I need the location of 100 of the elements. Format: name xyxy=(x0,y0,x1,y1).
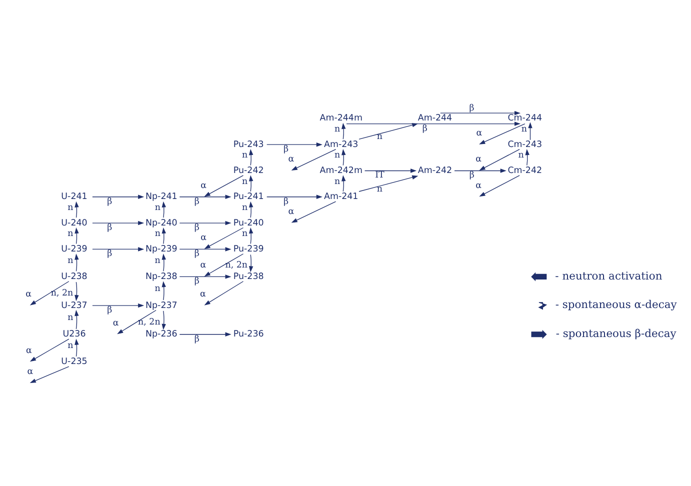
arrow xyxy=(358,174,418,192)
node-text: Np-240 xyxy=(146,218,178,228)
arrow xyxy=(346,121,521,126)
arrow xyxy=(92,246,144,251)
arrow xyxy=(479,148,520,170)
arrow xyxy=(74,200,79,218)
arrow xyxy=(358,122,418,140)
node-text: Am-243 xyxy=(324,139,358,150)
edge-label: n xyxy=(334,176,340,186)
edge-label: n xyxy=(242,150,248,160)
arrow xyxy=(454,168,506,172)
node-text: Pu-240 xyxy=(233,218,264,228)
edge-label: n xyxy=(68,202,74,212)
edge-label: β xyxy=(469,170,474,180)
arrow xyxy=(266,194,322,198)
arrow xyxy=(204,253,244,276)
node-text: Am-242m xyxy=(320,166,362,176)
arrow xyxy=(204,174,244,196)
arrow xyxy=(364,168,417,172)
arrow xyxy=(179,246,232,251)
edge-label: n xyxy=(242,176,248,186)
edge-label: β xyxy=(194,334,200,344)
arrow xyxy=(342,122,346,139)
arrow xyxy=(74,226,79,244)
arrow xyxy=(30,366,70,382)
node-text: Pu-243 xyxy=(233,139,264,150)
node-text: U-235 xyxy=(61,356,88,367)
edge-label: n xyxy=(154,255,160,266)
edge-label: α xyxy=(112,318,119,328)
arrow xyxy=(74,253,79,272)
edge-label: n xyxy=(154,202,160,212)
edge-label: n xyxy=(154,228,160,239)
node-text: Pu-239 xyxy=(233,244,264,254)
node-text: Pu-242 xyxy=(233,166,264,176)
edge-label: β xyxy=(194,222,200,233)
node-text: Am-244 xyxy=(418,113,452,124)
legend-label: - neutron activation xyxy=(555,268,662,282)
edge-label: β xyxy=(107,222,112,233)
edge-label: n xyxy=(68,255,74,266)
edge-label: β xyxy=(107,248,112,259)
arrow xyxy=(179,274,232,278)
arrow xyxy=(479,122,526,144)
edge-label: α xyxy=(476,180,482,190)
edge-label: α xyxy=(200,260,206,270)
edge-label: n, 2n xyxy=(225,260,248,270)
arrow xyxy=(117,309,156,334)
node-text: U-240 xyxy=(61,218,88,228)
arrow xyxy=(162,310,166,330)
edge-label: α xyxy=(200,289,206,300)
edge-label: IT xyxy=(375,170,384,180)
node-text: Np-237 xyxy=(146,300,178,310)
arrow xyxy=(291,200,336,222)
legend-label: - spontaneous β-decay xyxy=(556,326,676,340)
legend-label: - spontaneous α-decay xyxy=(555,298,677,311)
edge-label: α xyxy=(288,206,294,216)
edge-label: n xyxy=(68,228,74,239)
edge-label: n xyxy=(68,340,74,351)
arrow xyxy=(525,148,530,166)
edge-label: n xyxy=(334,124,340,134)
node-text: Np-239 xyxy=(146,244,178,254)
arrow xyxy=(74,281,79,301)
edge-label: n xyxy=(242,228,248,239)
arrow xyxy=(162,226,166,244)
node-text: Pu-238 xyxy=(233,271,264,282)
edge-label: n xyxy=(154,284,160,294)
arrow xyxy=(266,142,322,146)
node-text: Pu-236 xyxy=(233,329,264,340)
arrow xyxy=(92,302,144,308)
edge-label: n xyxy=(242,202,248,212)
arrow xyxy=(440,110,521,115)
arrow xyxy=(162,253,166,272)
edge-label: n xyxy=(376,184,383,194)
node-text: Am-244m xyxy=(320,113,362,124)
node-text: Cm-244 xyxy=(508,113,542,124)
arrow xyxy=(248,200,254,218)
arrow xyxy=(179,220,232,225)
edge-label: β xyxy=(283,196,288,206)
edge-label: β xyxy=(194,276,200,286)
node-text: Np-241 xyxy=(146,192,178,202)
edge-label: β xyxy=(107,196,112,206)
edge-label: n xyxy=(518,150,524,160)
edge-label: α xyxy=(476,128,482,138)
edge-label: β xyxy=(422,123,428,134)
arrow xyxy=(479,174,520,196)
arrow xyxy=(74,309,79,329)
edge-label: n xyxy=(334,150,340,160)
arrow xyxy=(162,280,166,300)
node-text: Pu-241 xyxy=(233,192,264,202)
edge-label: α xyxy=(27,366,34,377)
arrow xyxy=(342,174,346,192)
node-text: U-241 xyxy=(61,192,88,202)
arrow xyxy=(204,226,244,248)
edge-label: β xyxy=(107,305,112,316)
edge-label: α xyxy=(288,154,294,164)
node-text: Cm-242 xyxy=(508,166,542,176)
edge-label: β xyxy=(194,248,200,259)
node-text: Np-238 xyxy=(146,271,178,282)
edge-label: α xyxy=(200,180,206,190)
arrow xyxy=(179,332,232,336)
node-text: Am-241 xyxy=(324,192,358,202)
